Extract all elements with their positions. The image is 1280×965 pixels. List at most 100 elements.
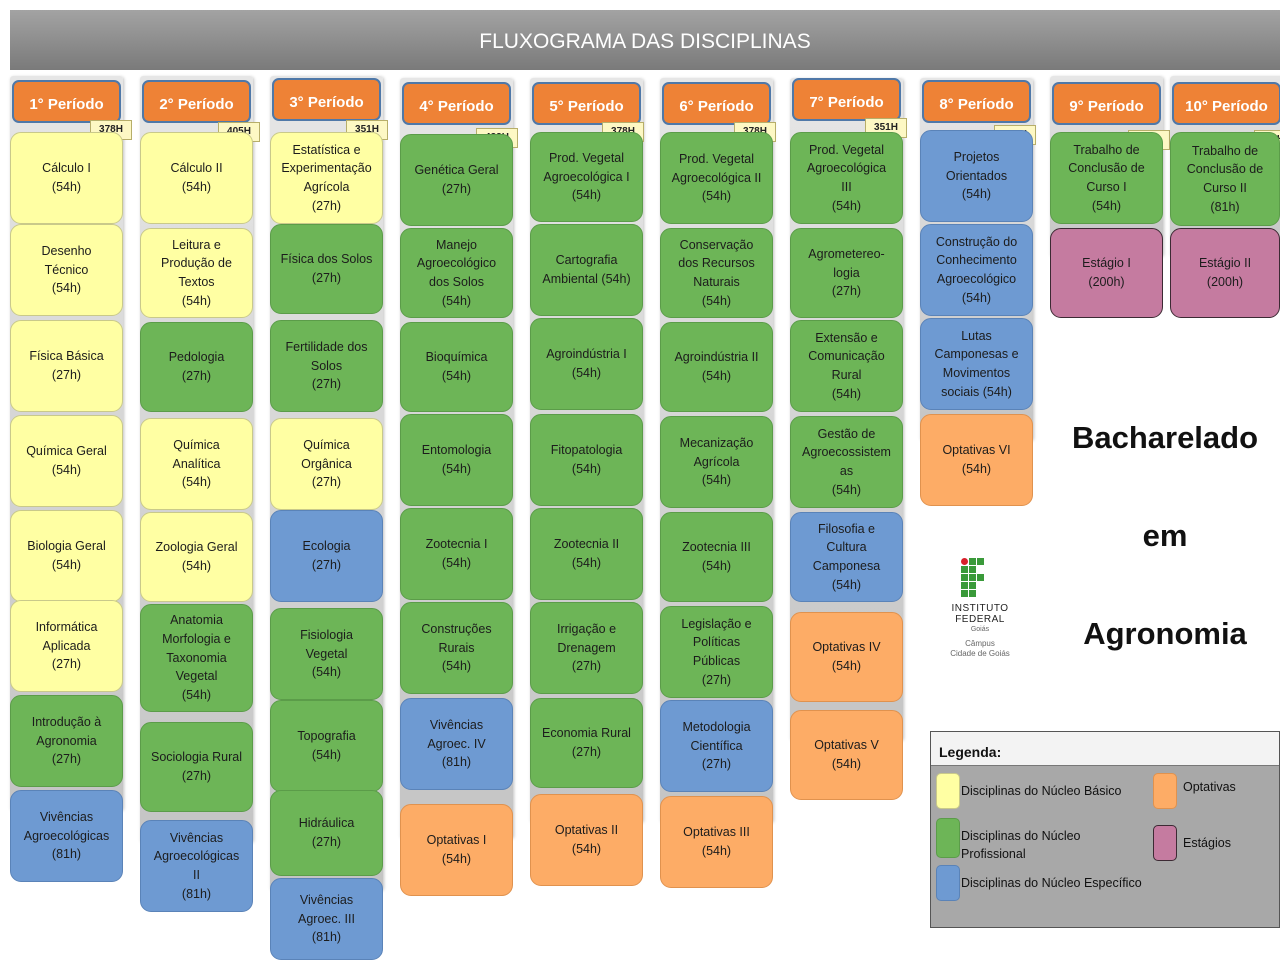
course-box: Optativas III (54h) [660,796,773,888]
course-label: Optativas IV (54h) [812,640,881,673]
course-box: Introdução à Agronomia (27h) [10,695,123,787]
course-label: Sociologia Rural (27h) [150,750,243,783]
course-box: Conservação dos Recursos Naturais (54h) [660,228,773,318]
course-box: Agroindústria II (54h) [660,322,773,412]
period-header-10: 10° Período [1172,82,1280,125]
course-label: Projetos Orientados (54h) [945,149,1008,202]
course-box: Topografia (54h) [270,700,383,792]
course-box: Optativas V (54h) [790,710,903,800]
course-label: Estatística e Experimentação Agrícola (2… [281,142,372,213]
course-label: Biologia Geral (54h) [27,539,106,572]
course-box: Optativas II (54h) [530,794,643,886]
course-box: Trabalho de Conclusão de Curso II (81h) [1170,132,1280,226]
course-label: Estágio I (200h) [1082,256,1131,289]
course-box: Prod. Vegetal Agroecológica II (54h) [660,132,773,224]
course-label: Cartografia Ambiental (54h) [542,253,631,286]
course-label: Zootecnia I (54h) [425,537,488,570]
course-label: Fisiologia Vegetal (54h) [300,627,353,680]
course-label: Física dos Solos (27h) [280,252,373,285]
course-label: Lutas Camponesas e Movimentos sociais (5… [934,328,1019,399]
course-label: Fitopatologia (54h) [550,443,623,476]
course-box: Legislação e Políticas Públicas (27h) [660,606,773,698]
course-label: Conservação dos Recursos Naturais (54h) [678,237,755,308]
course-label: Optativas II (54h) [554,823,619,856]
course-box: Trabalho de Conclusão de Curso I (54h) [1050,132,1163,224]
course-label: Agroindústria II (54h) [674,350,759,383]
period-header-2: 2° Período [142,80,251,123]
course-label: Irrigação e Drenagem (27h) [556,621,617,674]
course-label: Genética Geral (27h) [414,163,499,196]
legend-label: Estágios [1183,836,1231,850]
course-label: Zootecnia II (54h) [553,537,620,570]
course-label: Vivências Agroecológicas (81h) [23,809,110,862]
course-box: Projetos Orientados (54h) [920,130,1033,222]
course-box: Estágio II (200h) [1170,228,1280,318]
course-box: Agrometereo- logia (27h) [790,228,903,318]
course-label: Desenho Técnico (54h) [41,243,92,296]
course-box: Construções Rurais (54h) [400,602,513,694]
course-label: Optativas I (54h) [426,833,487,866]
course-label: Zootecnia III (54h) [682,540,751,573]
institute-logo: INSTITUTO FEDERAL Goiás Câmpus Cidade de… [940,555,1020,659]
course-box: Física Básica (27h) [10,320,123,412]
legend-swatch [1153,825,1177,861]
course-label: Prod. Vegetal Agroecológica III (54h) [806,142,887,213]
course-box: Desenho Técnico (54h) [10,224,123,316]
legend-swatch [936,773,960,809]
course-box: Química Orgânica (27h) [270,418,383,510]
course-label: Leitura e Produção de Textos (54h) [161,237,232,308]
course-box: Metodologia Científica (27h) [660,700,773,792]
course-box: Prod. Vegetal Agroecológica I (54h) [530,132,643,222]
course-box: Mecanização Agrícola (54h) [660,416,773,508]
course-label: Optativas VI (54h) [942,443,1011,476]
course-box: Lutas Camponesas e Movimentos sociais (5… [920,318,1033,410]
course-box: Extensão e Comunicação Rural (54h) [790,320,903,412]
course-box: Construção do Conhecimento Agroecológico… [920,224,1033,316]
course-box: Sociologia Rural (27h) [140,722,253,812]
course-title-line2: em [1142,518,1188,553]
course-label: Legislação e Políticas Públicas (27h) [681,616,752,687]
course-box: Optativas IV (54h) [790,612,903,702]
course-label: Informática Aplicada (27h) [35,619,98,672]
course-label: Vivências Agroec. III (81h) [298,892,355,945]
course-label: Pedologia (27h) [168,350,225,383]
legend-label: Disciplinas do Núcleo Específico [961,876,1142,890]
course-box: Cálculo I (54h) [10,132,123,224]
course-label: Metodologia Científica (27h) [682,719,751,772]
course-box: Fitopatologia (54h) [530,414,643,506]
course-box: Biologia Geral (54h) [10,510,123,602]
period-header-9: 9° Período [1052,82,1161,125]
course-label: Cálculo I (54h) [42,161,91,194]
course-label: Extensão e Comunicação Rural (54h) [808,330,885,401]
course-label: Filosofia e Cultura Camponesa (54h) [812,521,881,592]
legend-label: Optativas [1183,780,1236,794]
course-label: Construções Rurais (54h) [421,621,492,674]
course-box: Vivências Agroecológicas II (81h) [140,820,253,912]
course-label: Bioquímica (54h) [425,350,488,383]
course-box: Gestão de Agroecossistem as (54h) [790,416,903,508]
course-box: Optativas VI (54h) [920,414,1033,506]
course-box: Bioquímica (54h) [400,322,513,412]
course-box: Zootecnia I (54h) [400,508,513,600]
course-label: Física Básica (27h) [29,349,104,382]
course-label: Gestão de Agroecossistem as (54h) [802,426,891,497]
course-label: Vivências Agroecológicas II (81h) [153,830,240,901]
course-box: Leitura e Produção de Textos (54h) [140,228,253,318]
period-header-5: 5° Período [532,82,641,125]
legend-swatch [936,865,960,901]
course-box: Optativas I (54h) [400,804,513,896]
course-label: Agrometereo- logia (27h) [808,246,885,299]
course-label: Hidráulica (27h) [298,816,355,849]
course-label: Optativas V (54h) [814,738,879,771]
course-label: Prod. Vegetal Agroecológica I (54h) [543,150,630,203]
period-header-8: 8° Período [922,80,1031,123]
course-title-line3: Agronomia [1083,616,1247,651]
legend-swatch [936,818,960,858]
course-box: Vivências Agroec. III (81h) [270,878,383,960]
course-box: Estatística e Experimentação Agrícola (2… [270,132,383,224]
course-box: Genética Geral (27h) [400,134,513,226]
course-label: Economia Rural (27h) [542,726,631,759]
institute-logo-icon [940,555,1020,603]
course-label: Construção do Conhecimento Agroecológico… [935,234,1018,305]
course-box: Ecologia (27h) [270,510,383,602]
